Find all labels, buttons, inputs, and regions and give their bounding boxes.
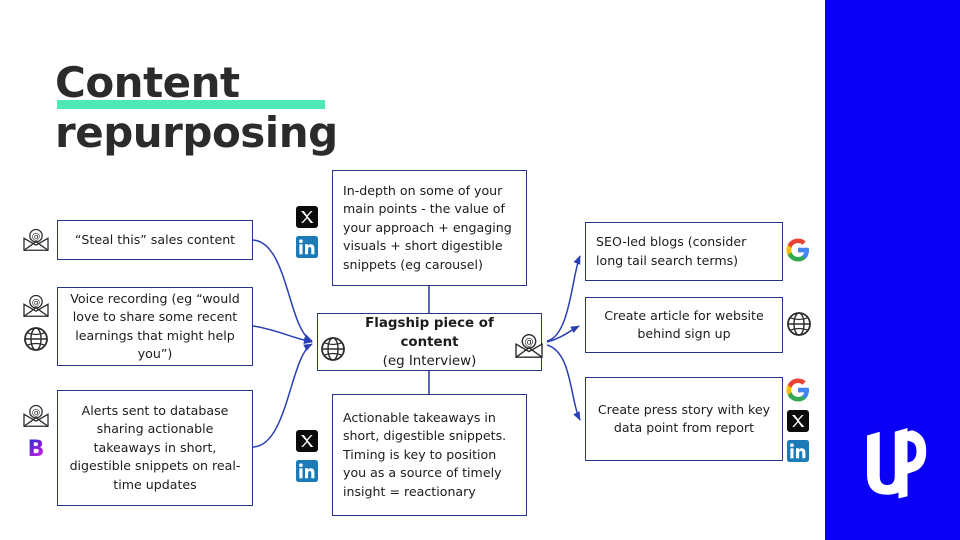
node-in-depth[interactable]: In-depth on some of your main points - t… xyxy=(332,170,527,286)
icon-group-press-story xyxy=(786,378,810,462)
connector-voice-to-flagship xyxy=(252,325,313,344)
node-steal-this-text: “Steal this” sales content xyxy=(74,231,236,247)
node-alerts-database[interactable]: Alerts sent to database sharing actionab… xyxy=(57,390,253,506)
globe-icon xyxy=(24,327,48,351)
icon-group-in-depth xyxy=(296,206,318,258)
node-flagship-content-body: Flagship piece of content (eg Interview) xyxy=(318,314,541,371)
node-website-article-text: Create article for website behind sign u… xyxy=(604,307,764,342)
google-icon xyxy=(786,378,809,402)
connector-flagship-to-seo xyxy=(546,255,581,342)
node-actionable-takeaways-text: Actionable takeaways in short, digestibl… xyxy=(343,409,507,499)
x-twitter-icon xyxy=(296,206,318,228)
node-seo-blogs[interactable]: SEO-led blogs (consider long tail search… xyxy=(585,222,783,281)
x-twitter-icon xyxy=(296,430,318,452)
node-voice-recording-text: Voice recording (eg “would love to share… xyxy=(70,290,240,362)
email-icon: @ xyxy=(23,294,49,317)
node-flagship-content[interactable]: Flagship piece of content (eg Interview) xyxy=(317,313,542,371)
email-icon: @ xyxy=(515,333,543,358)
svg-text:B: B xyxy=(28,437,45,460)
page-title: Content repurposing xyxy=(55,58,455,158)
globe-icon xyxy=(321,337,345,361)
svg-text:@: @ xyxy=(524,337,533,348)
title-line-2: repurposing xyxy=(55,108,338,157)
node-steal-this[interactable]: “Steal this” sales content xyxy=(57,220,253,260)
connector-flagship-to-article xyxy=(546,325,580,343)
up-logo-icon xyxy=(867,428,927,499)
node-seo-blogs-text: SEO-led blogs (consider long tail search… xyxy=(596,234,747,268)
node-website-article[interactable]: Create article for website behind sign u… xyxy=(585,297,783,353)
globe-icon xyxy=(787,312,811,336)
icon-group-voice-recording: @ xyxy=(22,294,50,352)
linkedin-icon xyxy=(787,440,809,462)
brand-panel xyxy=(825,0,960,540)
google-icon xyxy=(786,238,809,262)
beehiiv-icon: B xyxy=(28,437,45,460)
icon-group-actionable-takeaways xyxy=(296,430,318,482)
icon-group-website-article xyxy=(786,311,812,337)
linkedin-icon xyxy=(296,460,318,482)
node-flagship-title: Flagship piece of content xyxy=(365,315,494,350)
title-underline-rule xyxy=(57,100,325,109)
email-icon: @ xyxy=(23,404,49,427)
icon-group-steal-this: @ xyxy=(22,228,50,252)
x-twitter-icon xyxy=(787,410,809,432)
connector-flagship-to-press xyxy=(546,344,581,421)
svg-text:@: @ xyxy=(32,408,41,418)
node-voice-recording[interactable]: Voice recording (eg “would love to share… xyxy=(57,287,253,366)
node-press-story-text: Create press story with key data point f… xyxy=(597,401,771,436)
svg-text:@: @ xyxy=(32,298,41,308)
svg-text:@: @ xyxy=(32,232,41,242)
email-icon: @ xyxy=(23,228,49,251)
node-press-story[interactable]: Create press story with key data point f… xyxy=(585,377,783,461)
node-flagship-subtitle: (eg Interview) xyxy=(382,353,477,369)
linkedin-icon xyxy=(296,236,318,258)
icon-group-seo-blogs xyxy=(786,238,810,262)
node-actionable-takeaways[interactable]: Actionable takeaways in short, digestibl… xyxy=(332,394,527,516)
icon-group-alerts-database: @ B xyxy=(22,404,50,460)
node-in-depth-text: In-depth on some of your main points - t… xyxy=(343,182,512,272)
node-alerts-database-text: Alerts sent to database sharing actionab… xyxy=(69,402,241,492)
title-line-1: Content xyxy=(55,58,240,107)
